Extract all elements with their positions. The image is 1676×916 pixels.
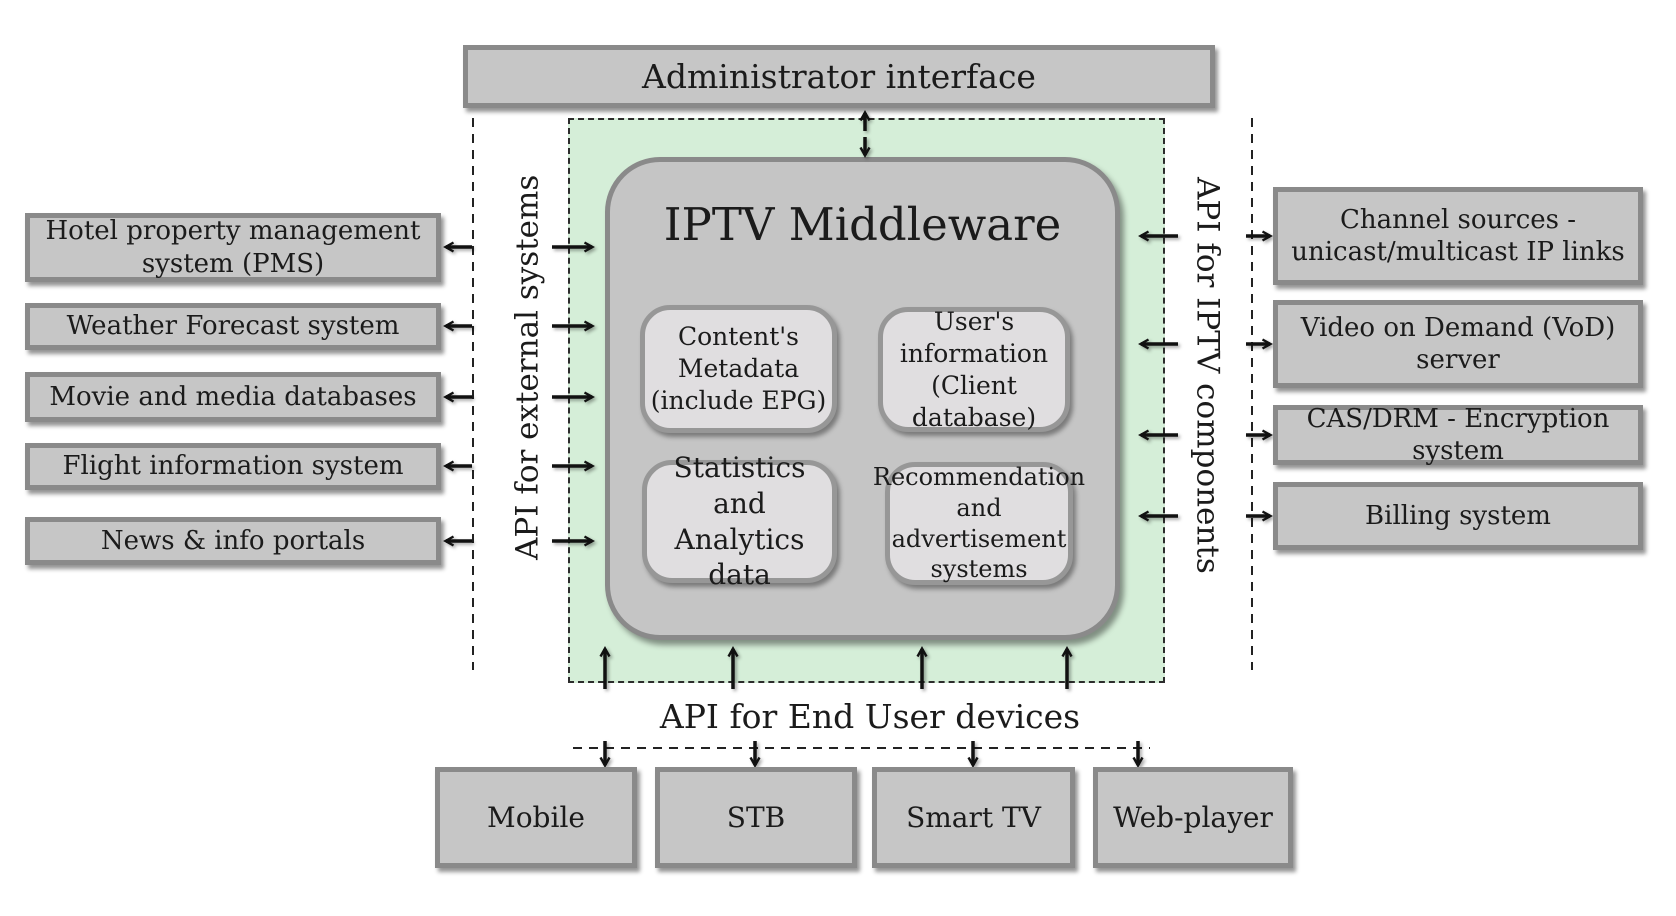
device-mobile: Mobile <box>435 767 637 868</box>
module-contents-metadata: Content's Metadata (include EPG) <box>640 305 837 433</box>
api-iptv-components-label: API for IPTV components <box>1189 177 1226 574</box>
device-web-player: Web-player <box>1093 767 1293 868</box>
api-end-user-devices-label: API for End User devices <box>659 697 1081 736</box>
external-system-news-portals: News & info portals <box>25 517 441 565</box>
module-users-information: User's information (Client database) <box>878 307 1070 432</box>
iptv-component-cas-drm: CAS/DRM - Encryption system <box>1273 404 1643 466</box>
iptv-component-vod-server: Video on Demand (VoD) server <box>1273 300 1643 388</box>
iptv-middleware-title: IPTV Middleware <box>663 198 1062 251</box>
api-external-systems-label: API for external systems <box>509 174 546 561</box>
external-system-pms: Hotel property management system (PMS) <box>25 213 441 282</box>
external-system-movie-db: Movie and media databases <box>25 372 441 422</box>
external-system-weather: Weather Forecast system <box>25 303 441 350</box>
device-stb: STB <box>655 767 857 868</box>
iptv-component-billing: Billing system <box>1273 482 1643 550</box>
device-smart-tv: Smart TV <box>872 767 1075 868</box>
iptv-component-channel-sources: Channel sources - unicast/multicast IP l… <box>1273 187 1643 285</box>
admin-interface-box: Administrator interface <box>463 45 1215 108</box>
external-system-flight-info: Flight information system <box>25 443 441 490</box>
module-statistics-analytics: Statistics and Analytics data <box>642 451 837 591</box>
module-recommendation-advertisement: Recommendation and advertisement systems <box>872 462 1086 585</box>
